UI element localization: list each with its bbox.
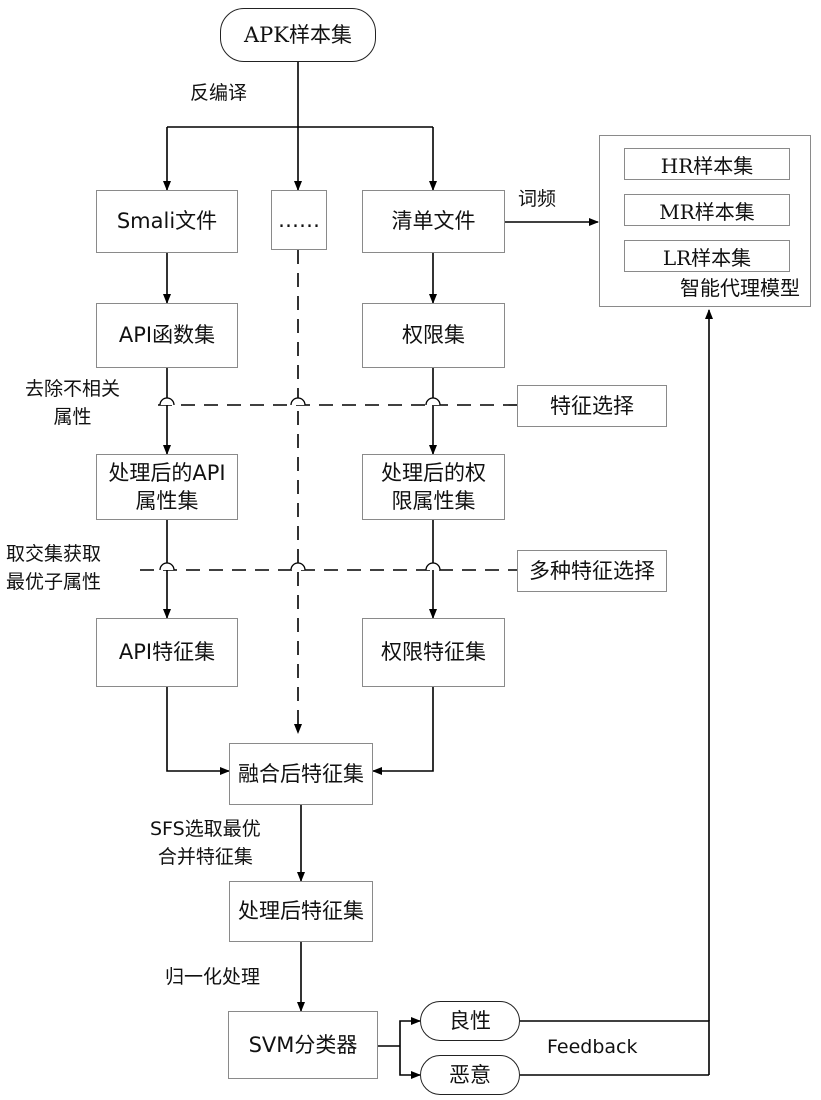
intersect-line1: 取交集获取 xyxy=(6,541,101,569)
arrow-apifeat-fused xyxy=(167,687,229,771)
permission-set-node: 权限集 xyxy=(362,303,505,368)
lr-sample-set: LR样本集 xyxy=(624,240,790,272)
feature-selection-node: 特征选择 xyxy=(517,385,667,427)
arrow-permfeat-fused xyxy=(373,687,433,771)
manifest-file-node: 清单文件 xyxy=(362,190,505,253)
feedback-label: Feedback xyxy=(547,1034,637,1061)
apk-sample-set-node: APK样本集 xyxy=(220,8,376,62)
crossover-hop xyxy=(160,563,174,570)
processed-perm-line2: 限属性集 xyxy=(392,487,476,515)
processed-feature-set-node: 处理后特征集 xyxy=(229,881,373,942)
mr-sample-set: MR样本集 xyxy=(624,194,790,226)
crossover-hop xyxy=(291,398,305,405)
intersect-line2: 最优子属性 xyxy=(6,569,101,597)
decompile-label: 反编译 xyxy=(190,80,247,107)
processed-api-attr-node: 处理后的API 属性集 xyxy=(96,454,238,520)
other-files-node: …… xyxy=(271,190,327,250)
perm-feature-set-node: 权限特征集 xyxy=(362,618,505,687)
word-freq-label: 词频 xyxy=(518,186,556,213)
sfs-line2: 合并特征集 xyxy=(150,844,261,872)
crossover-hop xyxy=(426,398,440,405)
sfs-label: SFS选取最优 合并特征集 xyxy=(150,816,261,871)
remove-irrelevant-line1: 去除不相关 xyxy=(25,376,120,404)
normalize-label: 归一化处理 xyxy=(165,964,260,991)
malicious-output-node: 恶意 xyxy=(420,1055,520,1095)
crossover-hop xyxy=(426,563,440,570)
processed-api-line2: 属性集 xyxy=(136,487,199,515)
fused-feature-set-node: 融合后特征集 xyxy=(229,743,373,805)
intersect-label: 取交集获取 最优子属性 xyxy=(6,541,101,596)
sfs-line1: SFS选取最优 xyxy=(150,816,261,844)
processed-api-line1: 处理后的API xyxy=(108,459,225,487)
agent-model-title: 智能代理模型 xyxy=(680,275,800,302)
processed-perm-attr-node: 处理后的权 限属性集 xyxy=(362,454,505,520)
remove-irrelevant-label: 去除不相关 属性 xyxy=(25,376,120,431)
benign-output-node: 良性 xyxy=(420,1001,520,1041)
api-function-set-node: API函数集 xyxy=(96,303,238,368)
api-feature-set-node: API特征集 xyxy=(96,618,238,687)
smali-file-node: Smali文件 xyxy=(96,190,238,253)
arrow-to-malicious xyxy=(400,1046,420,1075)
remove-irrelevant-line2: 属性 xyxy=(25,404,120,432)
crossover-hop xyxy=(160,398,174,405)
multi-feature-selection-node: 多种特征选择 xyxy=(517,550,667,592)
arrow-to-benign xyxy=(400,1021,420,1046)
processed-perm-line1: 处理后的权 xyxy=(381,459,486,487)
hr-sample-set: HR样本集 xyxy=(624,148,790,180)
svm-classifier-node: SVM分类器 xyxy=(228,1011,378,1079)
crossover-hop xyxy=(291,563,305,570)
